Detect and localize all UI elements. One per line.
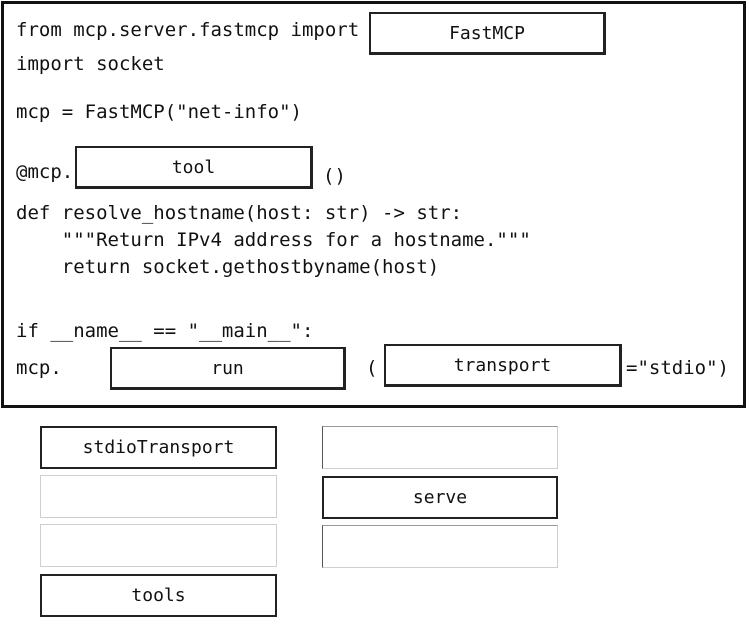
code-run-prefix: mcp. <box>16 357 62 379</box>
code-panel <box>1 1 746 408</box>
code-decorator-prefix: @mcp. <box>16 161 74 183</box>
option-tile-empty[interactable] <box>40 524 277 567</box>
code-line-import-socket: import socket <box>16 53 165 75</box>
drop-slot-decorator-name-label: tool <box>171 156 216 178</box>
drop-slot-run-method-label: run <box>211 357 244 379</box>
option-tile-label: serve <box>412 487 468 508</box>
option-tile-empty[interactable] <box>322 426 558 469</box>
code-line-docstring: """Return IPv4 address for a hostname.""… <box>16 229 531 251</box>
drop-slot-import-target-label: FastMCP <box>449 22 525 44</box>
code-line-return: return socket.gethostbyname(host) <box>16 256 440 278</box>
option-tile-empty[interactable] <box>40 475 277 518</box>
code-run-paren: ( <box>366 357 378 379</box>
code-run-suffix: ="stdio") <box>626 357 729 379</box>
drop-slot-run-method[interactable]: run <box>110 347 346 390</box>
option-tile-label: stdioTransport <box>82 437 235 458</box>
option-tile-empty[interactable] <box>322 525 558 568</box>
option-tile-tools[interactable]: tools <box>40 574 277 617</box>
code-line-import-fastmcp: from mcp.server.fastmcp import <box>16 19 360 41</box>
drop-slot-decorator-name[interactable]: tool <box>75 146 313 189</box>
drop-slot-import-target[interactable]: FastMCP <box>369 12 606 55</box>
option-tile-serve[interactable]: serve <box>322 476 558 519</box>
code-line-main-guard: if __name__ == "__main__": <box>16 320 314 342</box>
option-tile-label: tools <box>131 585 186 606</box>
code-decorator-suffix: () <box>323 165 346 187</box>
drop-slot-run-kwarg[interactable]: transport <box>384 344 622 387</box>
code-line-mcp-instance: mcp = FastMCP("net-info") <box>16 101 302 123</box>
drop-slot-run-kwarg-label: transport <box>453 354 552 376</box>
option-tile-stdiotransport[interactable]: stdioTransport <box>40 426 277 469</box>
code-line-def: def resolve_hostname(host: str) -> str: <box>16 202 463 224</box>
